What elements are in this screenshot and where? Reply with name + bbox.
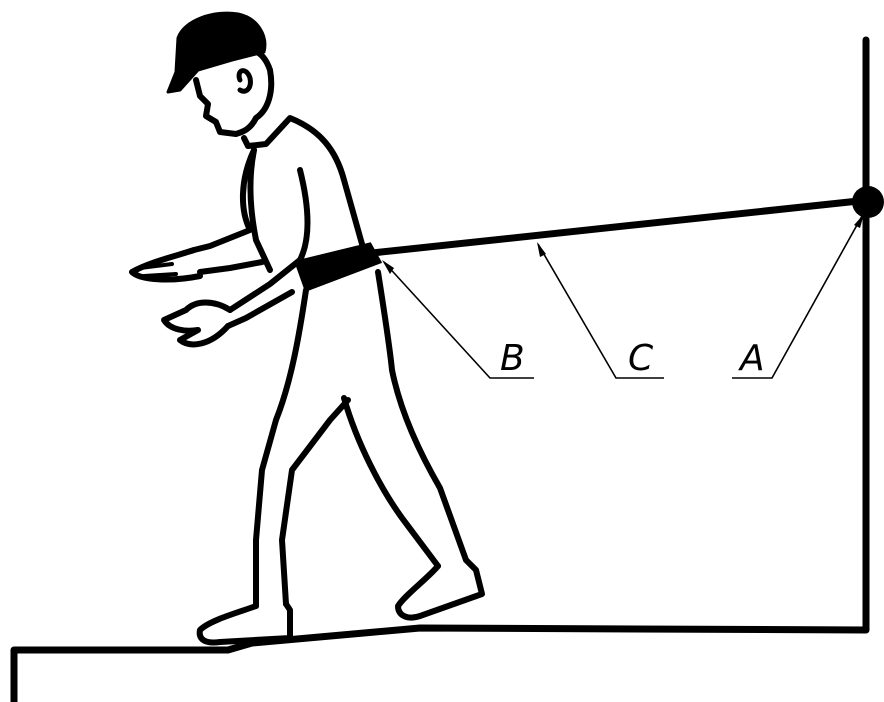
- callout-b-label: B: [500, 338, 525, 379]
- worker-head: [193, 47, 275, 137]
- callout-a-arrowhead: [854, 214, 864, 228]
- callout-b-leader: [383, 261, 534, 379]
- worker-front-arm: [225, 167, 311, 329]
- worker-back-hand: [129, 247, 203, 283]
- worker-figure: [129, 11, 485, 646]
- callout-c-arrowhead: [537, 242, 546, 257]
- worker-front-shoe: [395, 557, 485, 621]
- worker-legs: [253, 269, 469, 609]
- worker-back-shoe: [196, 601, 293, 646]
- callout-c-label: C: [628, 338, 654, 379]
- worker-ear: [236, 68, 253, 94]
- worker-front-hand: [161, 299, 233, 348]
- callout-c-leader: [537, 243, 664, 379]
- callout-a-leader: [732, 215, 863, 379]
- worker-back-fingers: [138, 262, 178, 278]
- worker-cap: [166, 11, 267, 94]
- structure: [10, 36, 870, 702]
- callout-c: C: [537, 242, 664, 379]
- lanyard-line: [368, 196, 872, 257]
- anchor-point: [852, 186, 884, 218]
- worker-back-arm: [191, 147, 265, 275]
- callout-a-label: A: [738, 338, 765, 379]
- worker-belt: [294, 242, 383, 292]
- callout-a: A: [732, 214, 864, 379]
- callout-b: B: [382, 260, 534, 379]
- callout-b-arrowhead: [382, 260, 394, 274]
- floor-surface: [10, 36, 870, 702]
